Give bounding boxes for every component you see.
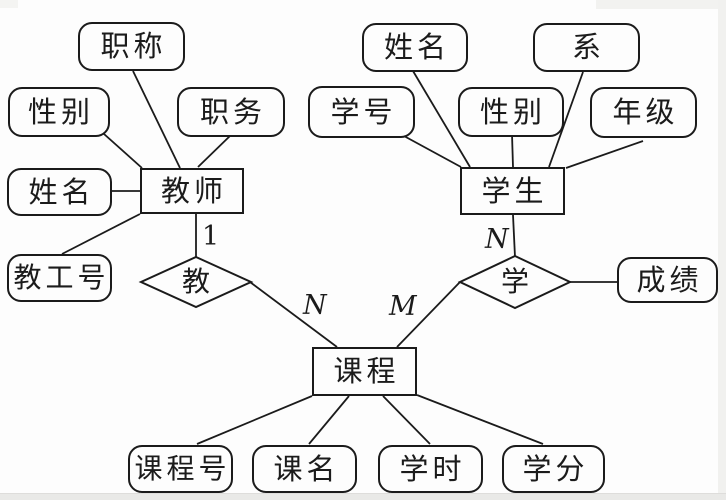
edge-student-gender bbox=[511, 133, 514, 168]
attribute-course-credits: 学分 bbox=[502, 445, 605, 493]
edge-course-hours bbox=[382, 395, 431, 445]
cardinality-student-learn: N bbox=[485, 224, 509, 255]
right-edge-band bbox=[718, 0, 726, 493]
top-right-edge-band bbox=[596, 0, 718, 9]
attribute-teacher-gender: 性别 bbox=[8, 87, 110, 137]
connector-lines bbox=[61, 70, 644, 445]
attribute-student-department: 系 bbox=[533, 23, 640, 72]
edge-course-id bbox=[196, 395, 313, 445]
attribute-course-id: 课程号 bbox=[128, 445, 233, 493]
relationship-learn-diamond bbox=[457, 254, 573, 310]
edge-teach-course bbox=[249, 281, 338, 348]
edge-teacher-id bbox=[61, 213, 141, 255]
cardinality-learn-course: M bbox=[389, 291, 417, 322]
entity-teacher: 教师 bbox=[140, 168, 244, 214]
edge-student-learn bbox=[512, 214, 516, 258]
bottom-edge-band bbox=[0, 493, 726, 500]
attribute-student-grade: 年级 bbox=[590, 87, 697, 138]
attribute-student-name: 姓名 bbox=[362, 23, 468, 72]
attribute-student-id: 学号 bbox=[308, 86, 415, 138]
attribute-teacher-title: 职称 bbox=[78, 22, 185, 71]
entity-course: 课程 bbox=[312, 347, 417, 396]
entity-student: 学生 bbox=[460, 167, 565, 215]
edge-course-credits bbox=[416, 394, 544, 445]
attribute-student-gender: 性别 bbox=[458, 87, 564, 137]
edge-teacher-gender bbox=[103, 133, 143, 169]
edge-learn-course bbox=[396, 281, 461, 348]
attribute-course-name: 课名 bbox=[252, 445, 357, 493]
cardinality-teacher-teach: 1 bbox=[202, 221, 220, 252]
attribute-learn-score: 成绩 bbox=[617, 257, 718, 303]
edge-student-id bbox=[403, 135, 462, 168]
attribute-course-hours: 学时 bbox=[378, 445, 483, 493]
edge-teacher-position bbox=[197, 133, 233, 168]
top-left-edge-band bbox=[0, 0, 18, 8]
relationship-teach-diamond bbox=[138, 255, 254, 309]
relationship-teach-label: 教 bbox=[181, 265, 210, 298]
edge-student-grade bbox=[565, 140, 644, 169]
attribute-teacher-position: 职务 bbox=[177, 87, 285, 137]
attribute-teacher-id: 教工号 bbox=[7, 254, 112, 302]
edge-course-name bbox=[308, 395, 350, 445]
attribute-teacher-name: 姓名 bbox=[7, 168, 112, 216]
edge-teacher-title bbox=[132, 70, 181, 169]
relationship-learn-label: 学 bbox=[500, 265, 529, 298]
edge-student-department bbox=[548, 71, 584, 168]
cardinality-teach-course: N bbox=[303, 290, 327, 321]
edge-student-name bbox=[412, 70, 471, 168]
